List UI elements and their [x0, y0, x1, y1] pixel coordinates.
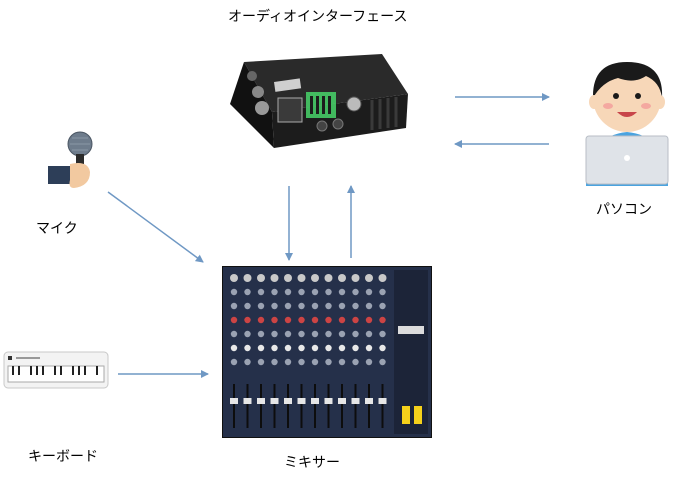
audio-interface-image	[230, 54, 408, 148]
microphone-image	[48, 131, 93, 188]
arrow-mic-to-mixer	[107, 191, 204, 263]
pc-label: パソコン	[596, 202, 652, 218]
keyboard-image	[3, 351, 109, 389]
mixer-label: ミキサー	[284, 455, 340, 471]
mic-label: マイク	[36, 221, 78, 237]
mixer-image	[222, 266, 432, 438]
audio-interface-label: オーディオインターフェース	[228, 9, 408, 25]
pc-user-image	[585, 62, 669, 186]
keyboard-label: キーボード	[28, 449, 98, 465]
